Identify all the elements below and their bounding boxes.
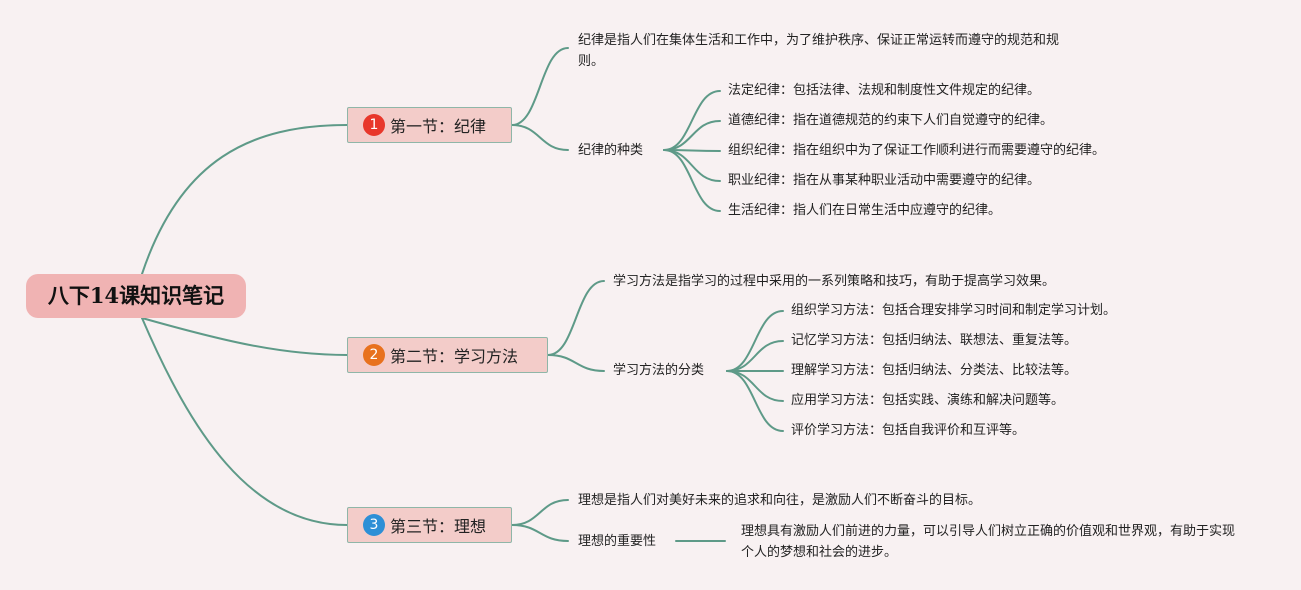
- connector-s1-def: [511, 47, 569, 126]
- connector-s2-item2: [726, 340, 784, 372]
- list-item: 记忆学习方法：包括归纳法、联想法、重复法等。: [791, 333, 1078, 348]
- root-node[interactable]: 八下14课知识笔记: [26, 274, 246, 318]
- connector-root-sect1: [141, 124, 348, 275]
- number-3-badge-icon: 3: [363, 514, 385, 536]
- definition-text: 理想是指人们对美好未来的追求和向往，是激励人们不断奋斗的目标。: [578, 493, 982, 508]
- connector-s2-item4: [726, 370, 784, 402]
- number-1-badge-icon: 1: [363, 114, 385, 136]
- list-item: 道德纪律：指在道德规范的约束下人们自觉遵守的纪律。: [728, 113, 1054, 128]
- connector-s1-group: [511, 124, 569, 151]
- group-label: 学习方法的分类: [613, 363, 705, 378]
- connector-s3-group: [511, 524, 569, 542]
- root-title: 八下14课知识笔记: [47, 283, 225, 308]
- section-node-2[interactable]: 2 第二节：学习方法: [347, 337, 548, 373]
- connector-s1-item2: [663, 120, 721, 151]
- connector-s1-item5: [663, 149, 721, 212]
- list-item: 法定纪律：包括法律、法规和制度性文件规定的纪律。: [728, 83, 1041, 98]
- connector-s2-item1: [726, 310, 784, 372]
- group-label: 理想的重要性: [578, 534, 657, 549]
- list-item: 组织纪律：指在组织中为了保证工作顺利进行而需要遵守的纪律。: [728, 143, 1106, 158]
- list-item: 职业纪律：指在从事某种职业活动中需要遵守的纪律。: [728, 173, 1041, 188]
- list-item: 评价学习方法：包括自我评价和互评等。: [791, 423, 1026, 438]
- connector-s2-item5: [726, 370, 784, 432]
- section-title: 第一节：纪律: [390, 117, 487, 136]
- connector-s2-group: [547, 354, 605, 372]
- connector-s1-item1: [663, 90, 721, 151]
- list-item: 生活纪律：指人们在日常生活中应遵守的纪律。: [728, 203, 1002, 218]
- group-label: 纪律的种类: [578, 143, 644, 158]
- section-node-1[interactable]: 1 第一节：纪律: [347, 107, 512, 143]
- connector-s2-def: [547, 280, 605, 356]
- section-title: 第二节：学习方法: [390, 347, 519, 366]
- detail-text: 理想具有激励人们前进的力量，可以引导人们树立正确的价值观和世界观，有助于实现个人…: [741, 524, 1236, 560]
- connector-root-sect3: [141, 317, 348, 526]
- definition-text: 纪律是指人们在集体生活和工作中，为了维护秩序、保证正常运转而遵守的规范和规则。: [578, 33, 1060, 69]
- section-node-3[interactable]: 3 第三节：理想: [347, 507, 512, 543]
- connector-s3-def: [511, 499, 569, 526]
- connector-s1-item4: [663, 149, 721, 182]
- list-item: 应用学习方法：包括实践、演练和解决问题等。: [791, 393, 1065, 408]
- list-item: 组织学习方法：包括合理安排学习时间和制定学习计划。: [791, 303, 1117, 318]
- definition-text: 学习方法是指学习的过程中采用的一系列策略和技巧，有助于提高学习效果。: [613, 274, 1056, 289]
- number-2-badge-icon: 2: [363, 344, 385, 366]
- list-item: 理解学习方法：包括归纳法、分类法、比较法等。: [791, 363, 1078, 378]
- section-title: 第三节：理想: [390, 517, 487, 536]
- connector-root-sect2: [141, 317, 348, 356]
